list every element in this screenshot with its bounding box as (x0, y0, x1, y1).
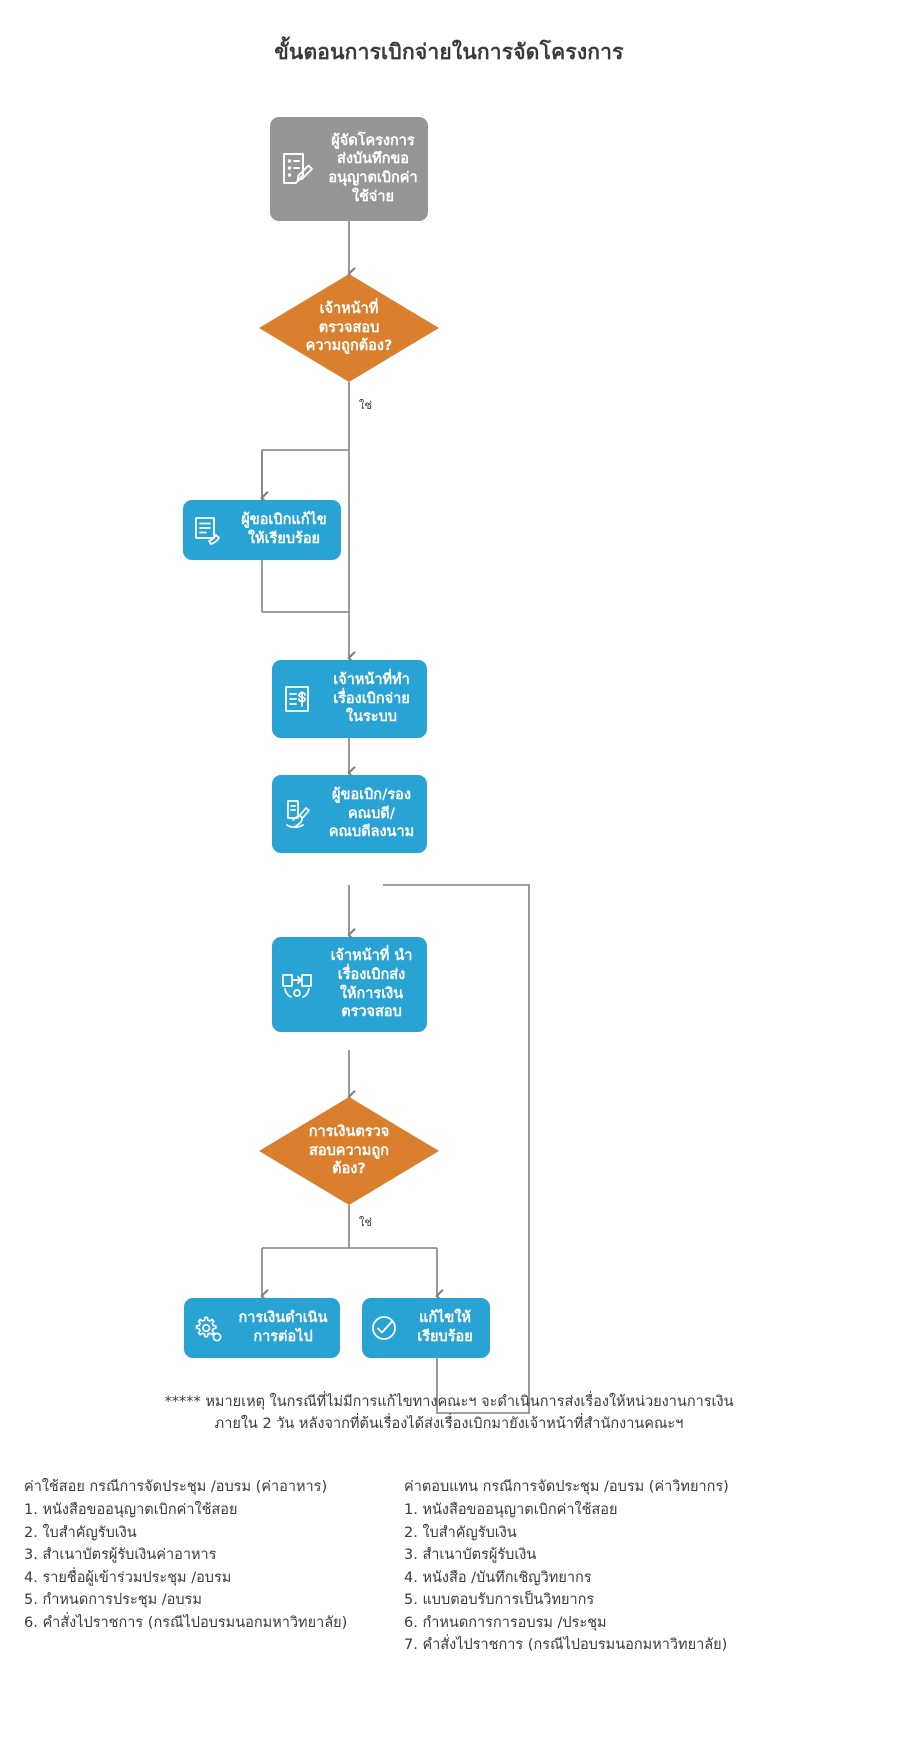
node-signature[interactable]: ผู้ขอเบิก/รอง คณบดี/ คณบดีลงนาม (272, 775, 427, 853)
edge-label-yes-2: ใช่ (359, 1216, 372, 1229)
check-pen-icon (362, 1313, 406, 1343)
page-title: ขั้นตอนการเบิกจ่ายในการจัดโครงการ (274, 40, 624, 64)
node-send-to-finance[interactable]: เจ้าหน้าที่ นำ เรื่องเบิกส่ง ให้การเงิน … (272, 937, 427, 1032)
node-start-label: ผู้จัดโครงการ ส่งบันทึกขอ อนุญาตเบิกค่า … (328, 132, 418, 205)
node-process2-label: ผู้ขอเบิก/รอง คณบดี/ คณบดีลงนาม (328, 787, 415, 841)
list-item: 6. คำสั่งไปราชการ (กรณีไปอบรมนอกมหาวิทยา… (24, 1614, 348, 1631)
node-decision1-label: เจ้าหน้าที่ ตรวจสอบ ความถูกต้อง? (305, 300, 393, 355)
list-item: 2. ใบสำคัญรับเงิน (24, 1524, 137, 1541)
handover-document-icon (272, 969, 322, 1001)
list-item: 1. หนังสือขออนุญาตเบิกค่าใช้สอย (404, 1502, 618, 1519)
edge-feedback-loop (383, 884, 530, 1414)
list-remuneration-items: 1. หนังสือขออนุญาตเบิกค่าใช้สอย 2. ใบสำค… (404, 1499, 896, 1656)
signature-hand-icon (272, 798, 322, 830)
node-officer-system-entry[interactable]: เจ้าหน้าที่ทำ เรื่องเบิกจ่าย ในระบบ (272, 660, 427, 738)
document-edit-icon (183, 514, 233, 546)
document-pen-icon (270, 151, 324, 187)
node-finance-proceed[interactable]: การเงินดำเนิน การต่อไป (184, 1298, 340, 1358)
gears-icon (184, 1313, 232, 1344)
list-item: 1. หนังสือขออนุญาตเบิกค่าใช้สอย (24, 1502, 238, 1519)
footnote-line-1: ***** หมายเหตุ ในกรณีที่ไม่มีการแก้ไขทาง… (164, 1394, 734, 1410)
node-requester-fix[interactable]: ผู้ขอเบิกแก้ไข ให้เรียบร้อย (183, 500, 341, 560)
list-item: 3. สำเนาบัตรผู้รับเงินค่าอาหาร (24, 1547, 217, 1564)
list-item: 3. สำเนาบัตรผู้รับเงิน (404, 1547, 537, 1564)
list-item: 5. กำหนดการประชุม /อบรม (24, 1592, 202, 1609)
list-expense-heading: ค่าใช้สอย กรณีการจัดประชุม /อบรม (ค่าอาห… (24, 1479, 328, 1495)
node-end2-label: แก้ไขให้ เรียบร้อย (417, 1310, 473, 1345)
node-process3-label: เจ้าหน้าที่ นำ เรื่องเบิกส่ง ให้การเงิน … (330, 948, 413, 1021)
list-item: 7. คำสั่งไปราชการ (กรณีไปอบรมนอกมหาวิทยา… (404, 1637, 728, 1654)
edge-label-yes-1: ใช่ (359, 399, 372, 412)
node-decision2-label: การเงินตรวจ สอบความถูก ต้อง? (308, 1123, 390, 1178)
node-start[interactable]: ผู้จัดโครงการ ส่งบันทึกขอ อนุญาตเบิกค่า … (270, 117, 428, 221)
list-item: 2. ใบสำคัญรับเงิน (404, 1524, 517, 1541)
list-item: 4. รายชื่อผู้เข้าร่วมประชุม /อบรม (24, 1569, 232, 1586)
node-process1-label: เจ้าหน้าที่ทำ เรื่องเบิกจ่าย ในระบบ (333, 672, 410, 726)
footnote-line-2: ภายใน 2 วัน หลังจากที่ต้นเรื่องได้ส่งเรื… (214, 1416, 684, 1432)
list-remuneration-heading: ค่าตอบแทน กรณีการจัดประชุม /อบรม (ค่าวิท… (404, 1479, 729, 1495)
node-correct-document[interactable]: แก้ไขให้ เรียบร้อย (362, 1298, 490, 1358)
list-item: 4. หนังสือ /บันทึกเชิญวิทยากร (404, 1569, 592, 1586)
node-fix1-label: ผู้ขอเบิกแก้ไข ให้เรียบร้อย (241, 512, 327, 547)
list-expense-items: 1. หนังสือขออนุญาตเบิกค่าใช้สอย 2. ใบสำค… (24, 1499, 424, 1634)
node-end1-label: การเงินดำเนิน การต่อไป (238, 1310, 328, 1345)
list-expense-column: ค่าใช้สอย กรณีการจัดประชุม /อบรม (ค่าอาห… (24, 1476, 424, 1634)
list-remuneration-column: ค่าตอบแทน กรณีการจัดประชุม /อบรม (ค่าวิท… (404, 1476, 896, 1657)
invoice-dollar-icon (272, 683, 322, 715)
list-item: 6. กำหนดการการอบรม /ประชุม (404, 1614, 607, 1631)
list-item: 5. แบบตอบรับการเป็นวิทยากร (404, 1592, 595, 1609)
